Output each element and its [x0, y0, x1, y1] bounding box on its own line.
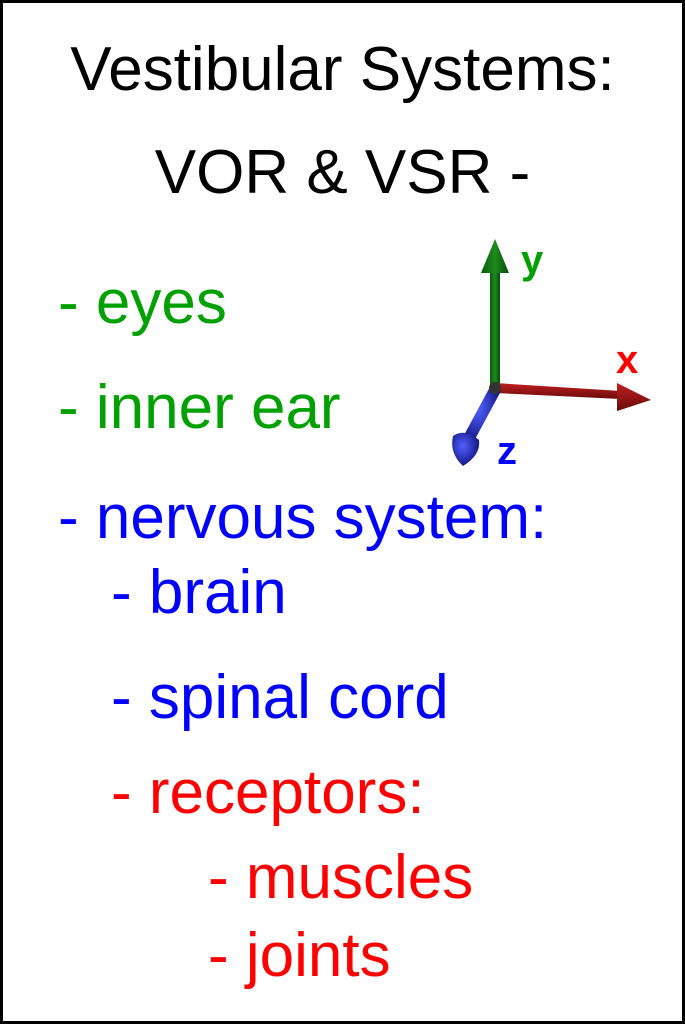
list-item-receptors: - receptors:	[111, 758, 425, 827]
title-line-1: Vestibular Systems:	[70, 35, 615, 104]
x-axis-arrow-icon	[495, 383, 651, 411]
title-line-2: VOR & VSR -	[154, 138, 531, 207]
list-item-brain: - brain	[111, 558, 287, 627]
x-axis-label: x	[616, 338, 638, 382]
list-item-inner-ear: - inner ear	[58, 373, 341, 442]
list-item-muscles: - muscles	[208, 843, 474, 912]
y-axis-label: y	[521, 238, 544, 282]
coordinate-axes-diagram: y x z	[452, 238, 651, 473]
z-axis-arrow-icon	[452, 382, 501, 466]
list-item-spinal-cord: - spinal cord	[111, 663, 449, 732]
z-axis-label: z	[497, 429, 517, 473]
list-item-nervous-system: - nervous system:	[58, 483, 548, 552]
y-axis-arrow-icon	[481, 239, 509, 389]
list-item-joints: - joints	[208, 921, 391, 990]
list-item-eyes: - eyes	[58, 268, 227, 337]
